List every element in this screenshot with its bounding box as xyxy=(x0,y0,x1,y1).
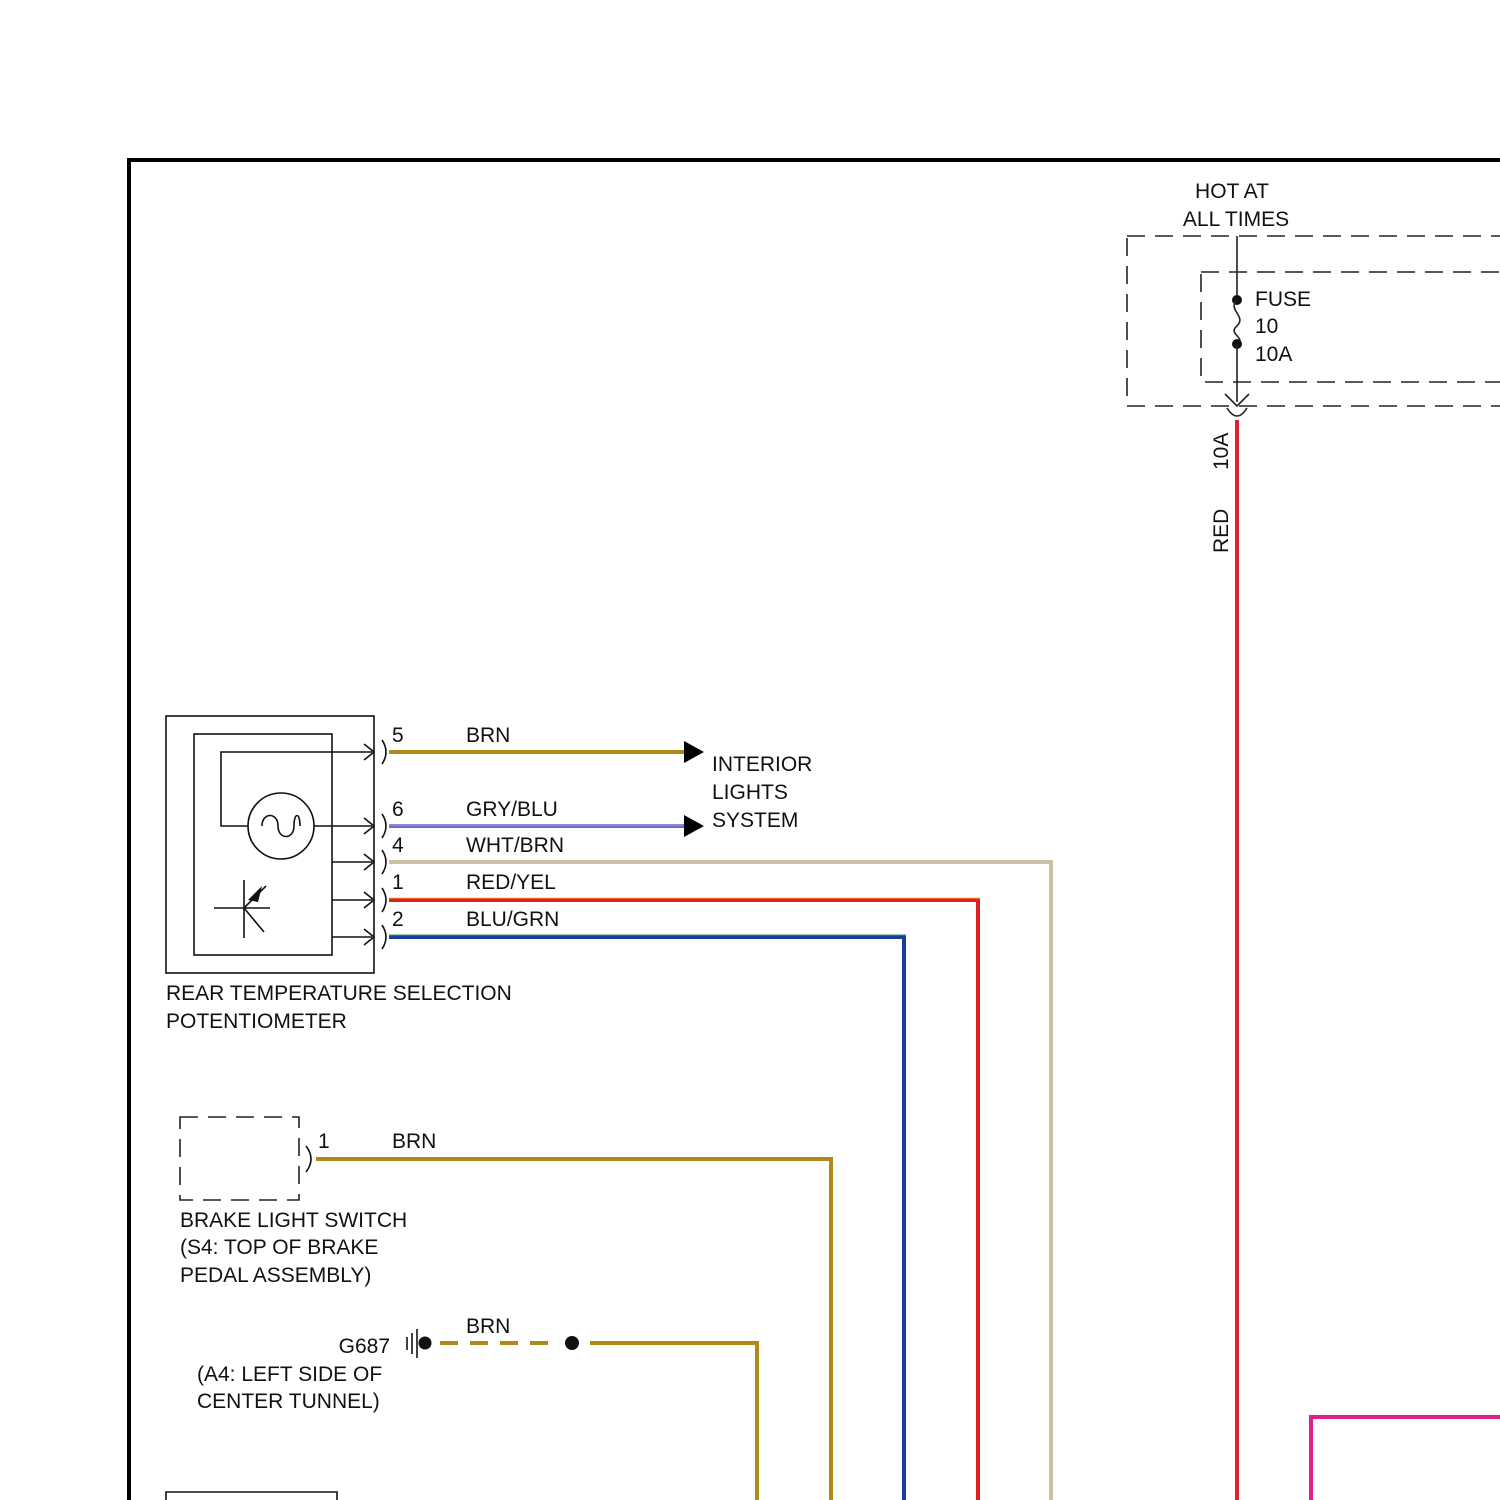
pin-5-number: 5 xyxy=(392,724,404,747)
interior-lights-arrow-icon xyxy=(684,741,704,763)
brake-switch-wire-label: BRN xyxy=(392,1130,436,1153)
fuse-connector-socket-icon xyxy=(1227,408,1247,416)
interior-lights-line2: LIGHTS xyxy=(712,781,788,804)
wire-pin2-blu-grn xyxy=(389,937,904,1500)
pin-2-number: 2 xyxy=(392,908,404,931)
hot-at-label-line2: ALL TIMES xyxy=(1183,208,1289,231)
ground-location-line2: CENTER TUNNEL) xyxy=(197,1390,380,1413)
interior-lights-system-label: INTERIOR LIGHTS SYSTEM xyxy=(712,753,812,832)
pin-5-wire-label: BRN xyxy=(466,724,510,747)
ground-brn-wire xyxy=(590,1343,757,1500)
interior-lights-arrow-icon-2 xyxy=(684,815,704,837)
potentiometer-symbol-icon xyxy=(214,880,270,938)
fuse-box-outer-dashed xyxy=(1127,236,1500,406)
red-wire-rating: 10A xyxy=(1210,433,1233,470)
magenta-wire xyxy=(1311,1417,1500,1500)
pin-6-wire-label: GRY/BLU xyxy=(466,798,558,821)
pin-1-wire-label: RED/YEL xyxy=(466,871,556,894)
pin-6-number: 6 xyxy=(392,798,404,821)
potentiometer-outer-box xyxy=(166,716,374,973)
potentiometer-inner-box xyxy=(194,734,332,955)
red-feed-wire: 10A RED xyxy=(1210,420,1237,1500)
pin-4-number: 4 xyxy=(392,834,404,857)
interior-lights-line3: SYSTEM xyxy=(712,809,798,832)
diagram-frame xyxy=(129,158,1500,1500)
pin-1-number: 1 xyxy=(392,871,404,894)
pin-2-wire-label: BLU/GRN xyxy=(466,908,559,931)
pin-4-wire-label: WHT/BRN xyxy=(466,834,564,857)
red-wire-color-label: RED xyxy=(1210,509,1233,553)
fuse-rating: 10A xyxy=(1255,343,1292,366)
potentiometer-component: REAR TEMPERATURE SELECTION POTENTIOMETER xyxy=(166,716,512,1033)
lamp-bulb-icon xyxy=(248,793,314,859)
ground-icon xyxy=(407,1329,432,1358)
brake-switch-name-line3: PEDAL ASSEMBLY) xyxy=(180,1264,371,1287)
interior-lights-line1: INTERIOR xyxy=(712,753,812,776)
ground-wire-label: BRN xyxy=(466,1315,510,1338)
brake-switch-dashed-box xyxy=(180,1117,299,1200)
brake-switch-name-line2: (S4: TOP OF BRAKE xyxy=(180,1236,378,1259)
brake-switch-name-line1: BRAKE LIGHT SWITCH xyxy=(180,1209,407,1232)
fuse-block: HOT AT ALL TIMES FUSE 10 10A xyxy=(1127,180,1500,416)
brake-switch-pin-number: 1 xyxy=(318,1130,330,1153)
ground-location-line1: (A4: LEFT SIDE OF xyxy=(197,1363,382,1386)
ground-id-label: G687 xyxy=(339,1335,390,1358)
potentiometer-wires: 5 BRN 6 GRY/BLU 4 WHT/BRN 1 RED/YEL 2 BL… xyxy=(389,724,1051,1500)
potentiometer-name-line1: REAR TEMPERATURE SELECTION xyxy=(166,982,512,1005)
potentiometer-name-line2: POTENTIOMETER xyxy=(166,1010,347,1033)
fuse-number: 10 xyxy=(1255,315,1278,338)
fuse-box-inner-dashed xyxy=(1201,272,1500,382)
ground-splice-dot xyxy=(565,1336,579,1350)
fuse-icon xyxy=(1234,300,1240,344)
lamp-filament-icon xyxy=(262,816,300,837)
partial-component-box xyxy=(166,1492,337,1500)
wire-pin4-wht-brn xyxy=(389,862,1051,1500)
potentiometer-connectors xyxy=(364,740,386,949)
fuse-label: FUSE xyxy=(1255,288,1311,311)
hot-at-label-line1: HOT AT xyxy=(1195,180,1269,203)
brake-switch-connector-icon xyxy=(306,1146,311,1172)
ground-g687: BRN G687 (A4: LEFT SIDE OF CENTER TUNNEL… xyxy=(197,1315,757,1500)
